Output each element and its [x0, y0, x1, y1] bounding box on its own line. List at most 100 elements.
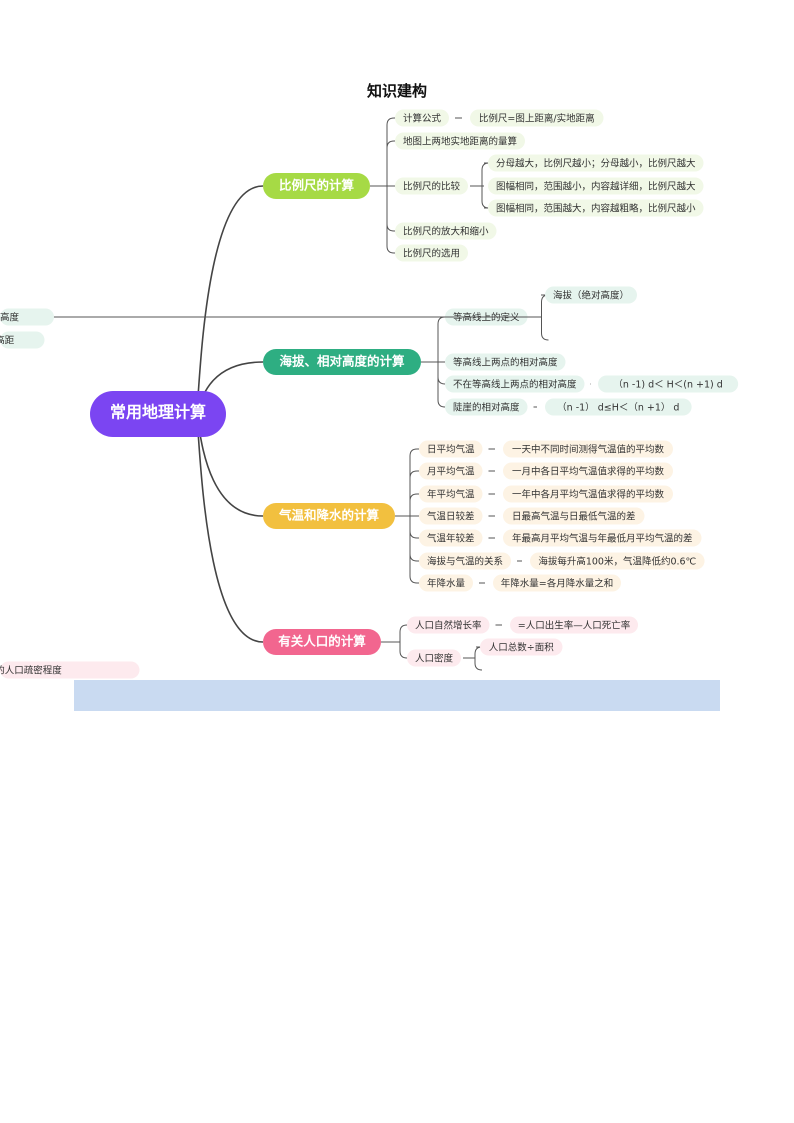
- topic-node: 人口密度: [407, 649, 461, 667]
- topic-node: 人口自然增长率: [407, 616, 490, 634]
- detail-node: 一年中各月平均气温值求得的平均数: [503, 485, 673, 503]
- detail-node-shape: [480, 638, 563, 656]
- detail-node-label: 日最高气温与日最低气温的差: [512, 511, 636, 523]
- detail-node-shape: [510, 616, 639, 634]
- topic-node-shape: [395, 132, 525, 150]
- detail-node-label: 海拔每升高100米，气温降低约0.6℃: [538, 556, 696, 568]
- topic-node-label: 月平均气温: [427, 466, 475, 478]
- section-banner: [74, 680, 720, 711]
- detail-node-label: 反映一个地区的人口疏密程度: [0, 665, 62, 677]
- topic-node-shape: [395, 109, 449, 127]
- topic-node-shape: [419, 462, 483, 480]
- topic-node: 不在等高线上两点的相对高度: [445, 375, 585, 393]
- detail-node-label: =人口出生率—人口死亡率: [518, 620, 631, 632]
- root-node-label: 常用地理计算: [110, 403, 206, 422]
- topic-node-shape: [395, 222, 497, 240]
- detail-node-label: 图幅相同，范围越小，内容越详细，比例尺越大: [496, 181, 696, 193]
- detail-node-label: 一年中各月平均气温值求得的平均数: [512, 489, 665, 501]
- topic-node-label: 气温年较差: [427, 533, 475, 545]
- detail-node-shape: [503, 529, 702, 547]
- topic-node-shape: [419, 529, 483, 547]
- topic-node-label: 不在等高线上两点的相对高度: [453, 379, 577, 391]
- detail-node: 日最高气温与日最低气温的差: [503, 507, 645, 525]
- topic-node: 比例尺的放大和缩小: [395, 222, 497, 240]
- branch-node-1: 比例尺的计算: [263, 173, 370, 199]
- topic-node-shape: [395, 177, 468, 195]
- page-title: 知识建构: [366, 82, 427, 100]
- detail-node: 图幅相同，范围越小，内容越详细，比例尺越大: [488, 177, 704, 195]
- topic-node-label: 人口自然增长率: [415, 620, 482, 632]
- detail-node: （n -1) d＜ H＜(n +1) d: [598, 375, 739, 393]
- topic-node: 年降水量: [419, 574, 473, 592]
- topic-node-label: 比例尺的放大和缩小: [403, 226, 489, 238]
- root-node-shape: [90, 391, 226, 437]
- detail-node: 一月中各日平均气温值求得的平均数: [503, 462, 673, 480]
- detail-node-shape: [598, 375, 739, 393]
- topic-node-shape: [407, 649, 461, 667]
- detail-node-label: 一天中不同时间测得气温值的平均数: [512, 444, 665, 456]
- topic-node-shape: [419, 440, 483, 458]
- detail-node-label: 一月中各日平均气温值求得的平均数: [512, 466, 665, 478]
- topic-node-label: 比例尺的比较: [403, 181, 461, 193]
- detail-node-shape: [0, 661, 140, 679]
- detail-node: 等高距: [0, 331, 45, 349]
- topic-node: 比例尺的选用: [395, 244, 468, 262]
- detail-node-label: 比例尺=图上距离/实地距离: [479, 113, 595, 125]
- topic-node-shape: [445, 398, 528, 416]
- detail-node-label: 等高距: [0, 335, 15, 347]
- detail-node: （n -1） d≤H＜（n +1） d: [545, 398, 692, 416]
- detail-node-label: 年最高月平均气温与年最低月平均气温的差: [512, 533, 693, 545]
- topic-node-shape: [419, 485, 483, 503]
- root-branch-connector: [195, 185, 264, 415]
- detail-node-shape: [503, 462, 673, 480]
- detail-node-shape: [545, 398, 692, 416]
- detail-node-label: 图幅相同，范围越大，内容越粗略，比例尺越小: [496, 203, 696, 215]
- detail-node: 分母越大，比例尺越小；分母越小，比例尺越大: [488, 154, 704, 172]
- detail-node: 一天中不同时间测得气温值的平均数: [503, 440, 673, 458]
- detail-node-shape: [530, 552, 705, 570]
- detail-node-label: 海拔（绝对高度）: [553, 290, 629, 302]
- detail-node: 海拔（绝对高度）: [545, 286, 637, 304]
- topic-node: 月平均气温: [419, 462, 483, 480]
- topic-node-label: 人口密度: [415, 653, 454, 665]
- topic-node: 计算公式: [395, 109, 449, 127]
- detail-node: 人口总数÷面积: [480, 638, 563, 656]
- detail-node-label: （n -1) d＜ H＜(n +1) d: [613, 379, 722, 391]
- topic-node-label: 日平均气温: [427, 444, 475, 456]
- topic-node: 陡崖的相对高度: [445, 398, 528, 416]
- topic-node: 海拔与气温的关系: [419, 552, 511, 570]
- topic-node-label: 计算公式: [403, 113, 442, 125]
- detail-node-shape: [545, 286, 637, 304]
- branch-node-3-shape: [263, 503, 395, 529]
- topic-node: 年平均气温: [419, 485, 483, 503]
- topic-node-shape: [419, 574, 473, 592]
- root-branch-connector: [195, 413, 264, 643]
- topic-node-shape: [419, 552, 511, 570]
- topic-node: 比例尺的比较: [395, 177, 468, 195]
- detail-node: 相对高度: [0, 308, 54, 326]
- topic-node-shape: [419, 507, 483, 525]
- root-node: 常用地理计算: [90, 391, 226, 437]
- detail-node-label: （n -1） d≤H＜（n +1） d: [557, 402, 679, 414]
- detail-node-shape: [0, 308, 54, 326]
- detail-node-label: 年降水量=各月降水量之和: [501, 578, 613, 590]
- branch-node-4-label: 有关人口的计算: [278, 634, 366, 649]
- branch-node-2-shape: [263, 349, 421, 375]
- detail-node-label: 分母越大，比例尺越小；分母越小，比例尺越大: [496, 158, 696, 170]
- detail-node: =人口出生率—人口死亡率: [510, 616, 639, 634]
- topic-node: 等高线上两点的相对高度: [445, 353, 566, 371]
- topic-node: 气温日较差: [419, 507, 483, 525]
- topic-node-shape: [445, 375, 585, 393]
- detail-node: 反映一个地区的人口疏密程度: [0, 661, 140, 679]
- detail-node-shape: [503, 507, 645, 525]
- topic-node-shape: [395, 244, 468, 262]
- detail-node-shape: [488, 177, 704, 195]
- detail-node-shape: [470, 109, 604, 127]
- topic-node-label: 等高线上两点的相对高度: [453, 357, 558, 369]
- topic-node-label: 比例尺的选用: [403, 248, 460, 260]
- branch-node-3-label: 气温和降水的计算: [278, 508, 380, 523]
- branch-node-4: 有关人口的计算: [263, 629, 381, 655]
- branch-node-1-shape: [263, 173, 370, 199]
- branch-node-1-label: 比例尺的计算: [279, 178, 355, 193]
- detail-node-shape: [488, 154, 704, 172]
